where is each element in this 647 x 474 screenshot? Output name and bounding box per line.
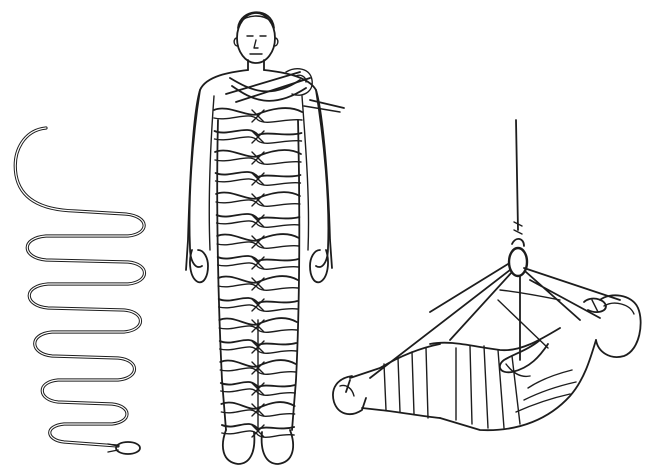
rope-wrap-band (219, 298, 298, 303)
rope-wrap-band (215, 130, 302, 135)
rope-wrap-band (217, 234, 299, 241)
right-arm (316, 90, 328, 267)
suspended-head (596, 295, 641, 357)
rope-wrap-band (218, 276, 298, 283)
rope-wrap-bands (214, 108, 302, 437)
harness-lines (370, 264, 620, 378)
suspended-torso (430, 328, 596, 430)
left-arm (189, 90, 202, 267)
right-hand (310, 250, 328, 282)
rope-wrap-band (215, 150, 301, 157)
rope-end-loop (116, 442, 140, 454)
left-foot (223, 430, 254, 464)
rope-wrap-band (218, 256, 299, 261)
head (234, 12, 278, 63)
rope-wrap-band (216, 192, 300, 199)
wrapped-standing-figure-panel (186, 12, 344, 464)
rope-wrap-band (216, 172, 301, 177)
suspended-feet (333, 376, 366, 414)
coiled-rope-panel (15, 128, 144, 454)
rope-wrap-band (214, 108, 302, 115)
hanging-rope (516, 120, 518, 230)
left-hand (190, 250, 208, 282)
rope-wrap-band (217, 214, 300, 219)
suspended-figure-panel (333, 120, 641, 430)
